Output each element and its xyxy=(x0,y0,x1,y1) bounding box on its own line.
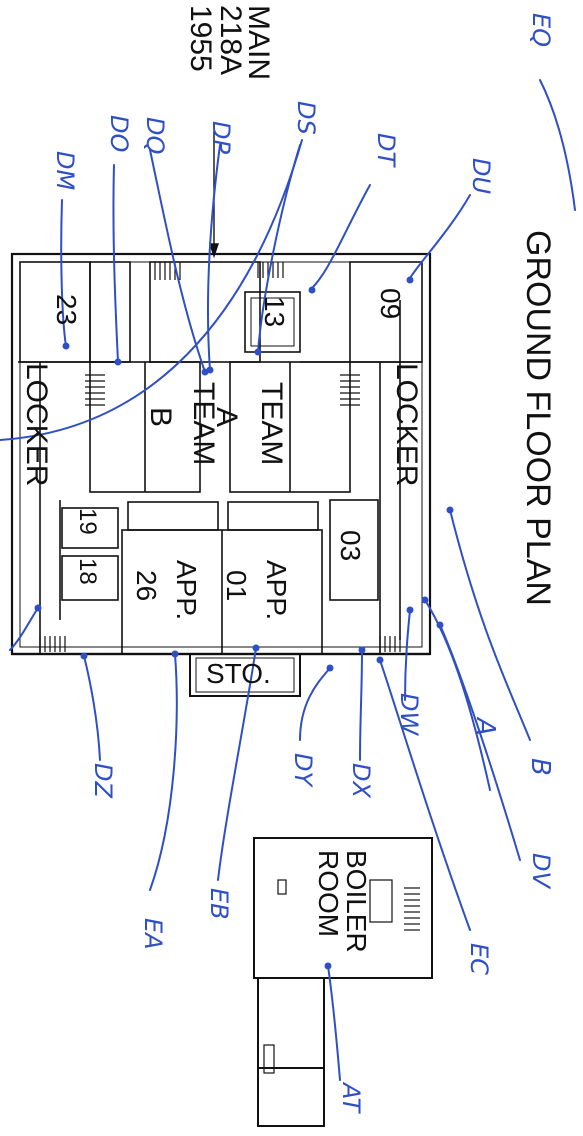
room-label-storage: STO. xyxy=(206,658,271,689)
annotation-DT: DT xyxy=(372,133,400,167)
annotation-DY: DY xyxy=(289,753,317,787)
annotation-DU: DU xyxy=(467,158,495,195)
building-code-year: 1955 xyxy=(184,5,217,72)
annotation-B: B xyxy=(525,758,555,776)
annotation-DV: DV xyxy=(527,853,555,888)
room-label-locker-bottom: LOCKER xyxy=(20,363,53,487)
annotation-EA: EA xyxy=(139,918,167,950)
annotation-A: A xyxy=(470,718,500,736)
room-label-app-26-number: 26 xyxy=(131,570,162,602)
pen-leader-lines xyxy=(0,79,576,1081)
stair-hatching xyxy=(39,262,401,652)
annotation-AT: AT xyxy=(337,1083,365,1113)
boiler-stair-hatching xyxy=(404,887,420,931)
pen-leader-dots xyxy=(34,276,454,970)
annotation-DP: DP xyxy=(207,121,235,154)
room-label-app-01-number: 01 xyxy=(221,570,252,602)
building-code-main: MAIN xyxy=(242,5,275,80)
entrance-arrow xyxy=(209,122,219,259)
room-label-locker-top: LOCKER xyxy=(390,363,423,487)
room-label-19: 19 xyxy=(74,508,101,535)
room-label-app-01-word: APP. xyxy=(261,560,292,621)
room-label-room: ROOM xyxy=(313,850,344,938)
room-label-team-a-word: TEAM xyxy=(255,382,288,466)
room-label-23: 23 xyxy=(51,294,82,326)
room-label-09: 09 xyxy=(375,288,406,320)
room-label-boiler: BOILER xyxy=(341,850,372,953)
annotation-EQ: EQ xyxy=(527,13,555,48)
interior-walls xyxy=(18,261,423,655)
annotation-DZ: DZ xyxy=(89,763,117,798)
annotation-DS: DS xyxy=(292,101,320,135)
annotation-EC: EC xyxy=(465,943,493,975)
room-label-team-b-word: TEAM xyxy=(187,382,220,466)
room-label-team-b-letter: B xyxy=(144,407,177,428)
plan-title: GROUND FLOOR PLAN xyxy=(519,230,557,606)
annotation-DO: DO xyxy=(105,115,133,153)
room-label-13: 13 xyxy=(259,296,290,328)
building-code-number: 218A xyxy=(214,5,247,76)
room-label-03: 03 xyxy=(335,530,366,562)
annotation-DX: DX xyxy=(347,763,375,798)
annotation-DM: DM xyxy=(51,151,79,191)
annotation-EB: EB xyxy=(205,888,233,920)
boiler-room-outline xyxy=(253,837,433,1127)
room-label-18: 18 xyxy=(74,558,101,585)
room-label-app-26-word: APP. xyxy=(171,560,202,621)
annotation-DW: DW xyxy=(395,693,423,736)
annotation-DQ: DQ xyxy=(141,117,169,155)
